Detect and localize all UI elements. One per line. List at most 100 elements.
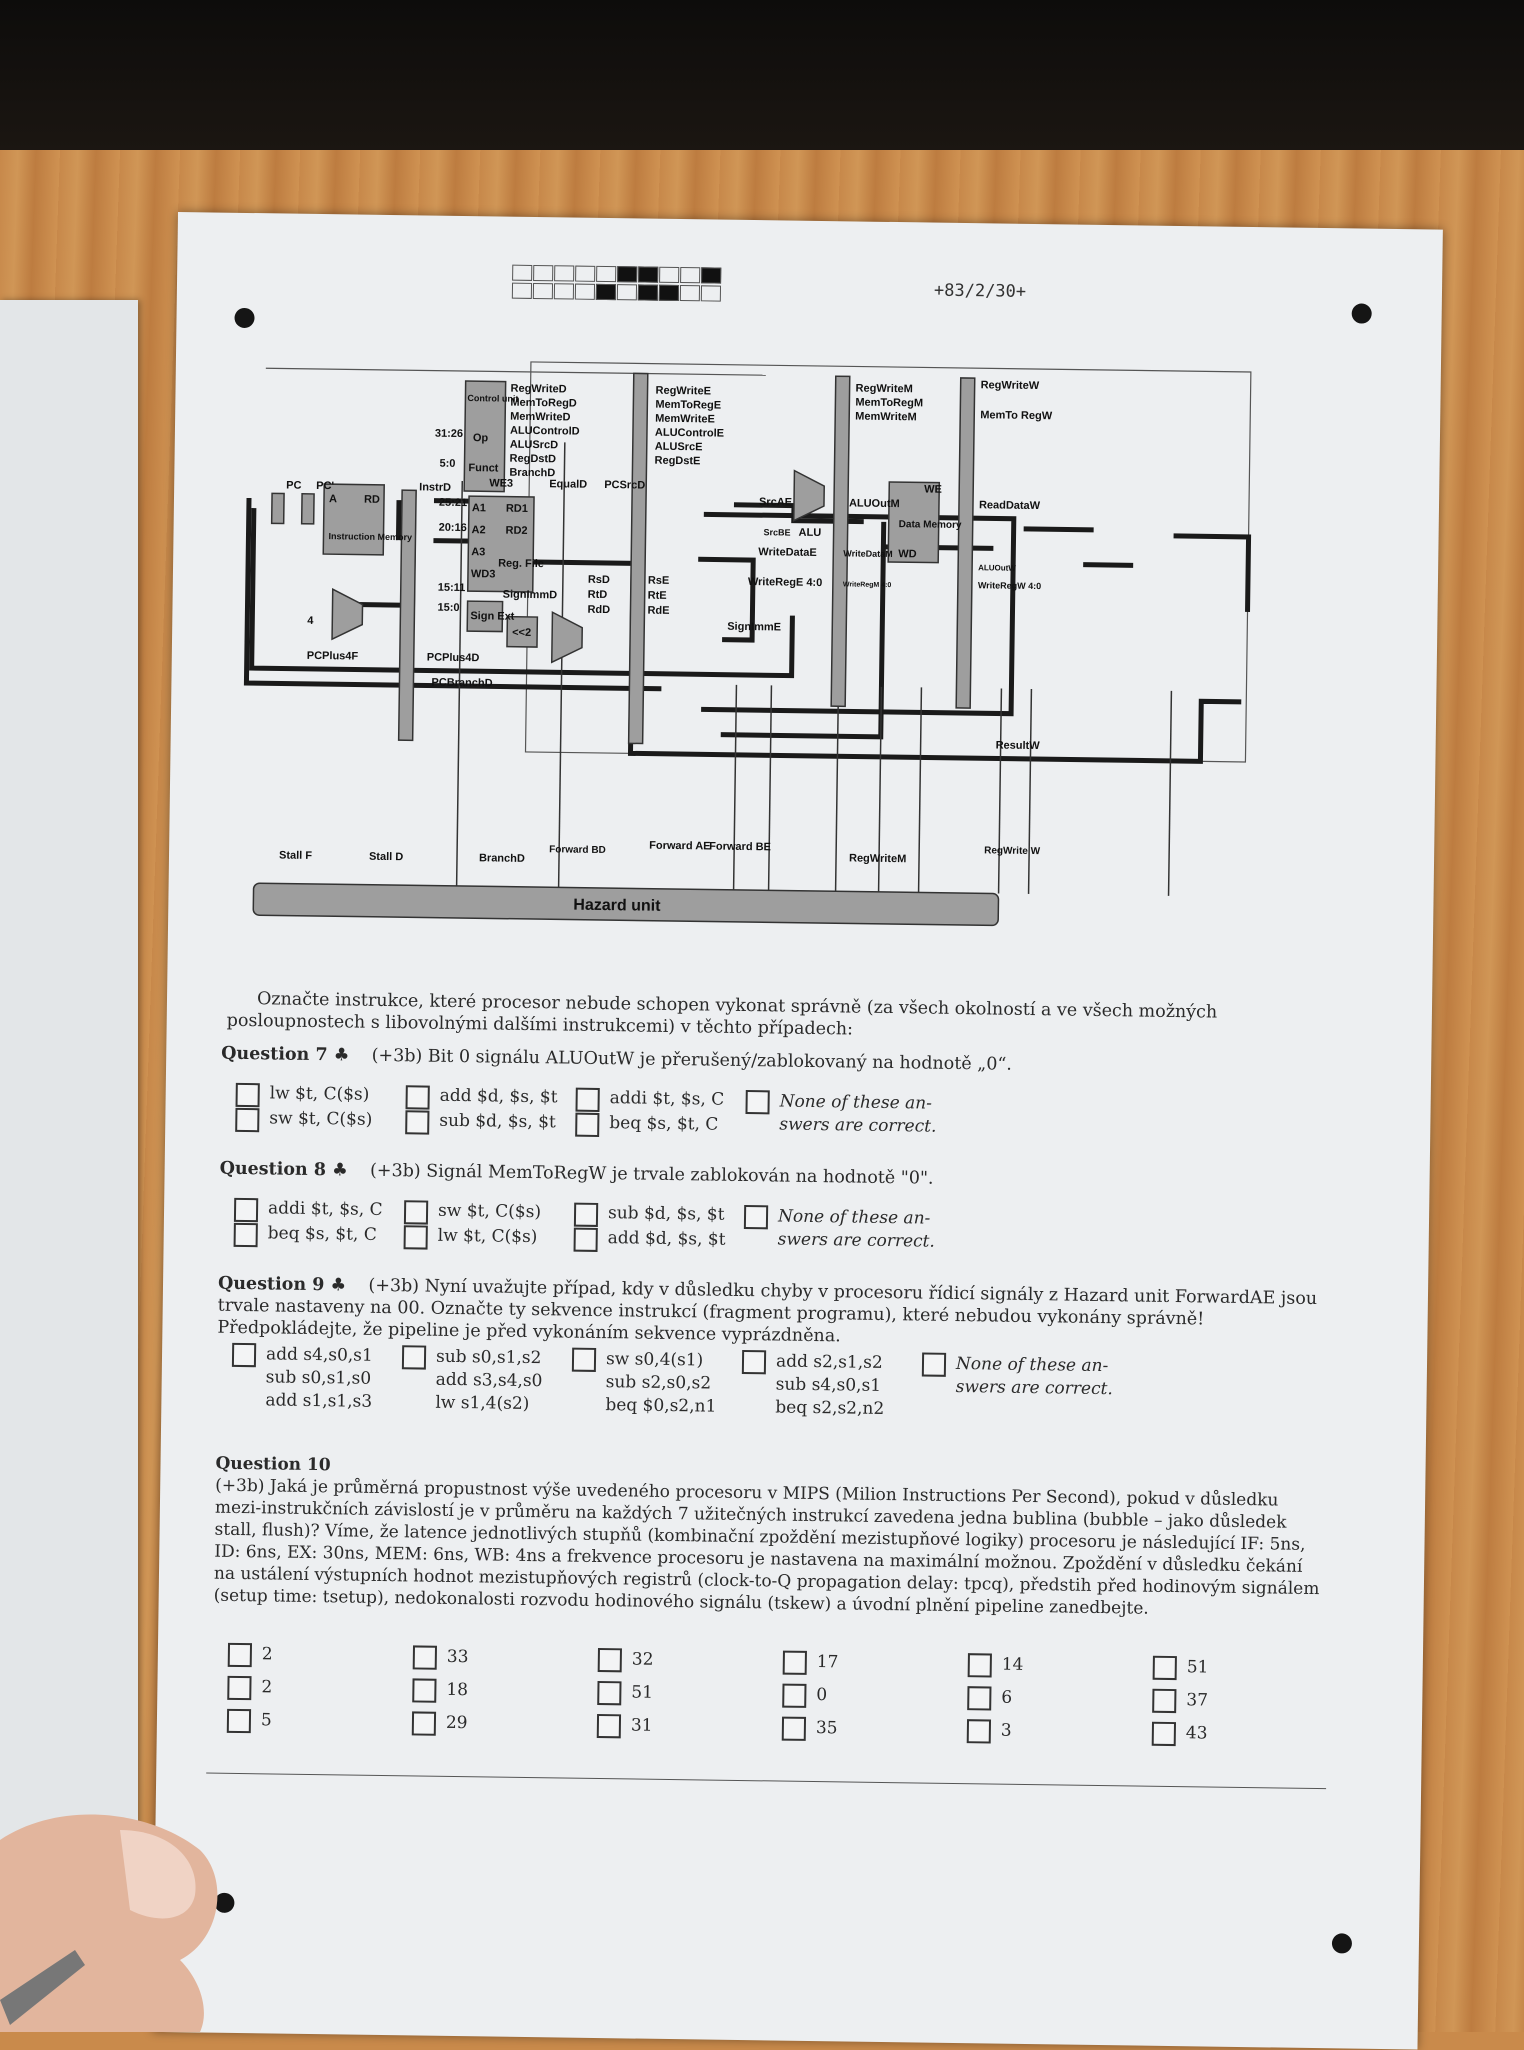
- q10-option[interactable]: 14: [967, 1653, 1024, 1678]
- label-rdd: RdD: [587, 604, 610, 616]
- q10-option[interactable]: 2: [227, 1642, 273, 1668]
- checkbox[interactable]: [412, 1645, 438, 1670]
- q8-option-none[interactable]: None of these an-swers are correct.: [743, 1205, 936, 1254]
- label-regwritee: RegWriteE: [655, 385, 711, 398]
- q10-option[interactable]: 33: [412, 1645, 469, 1670]
- checkbox[interactable]: [227, 1642, 253, 1668]
- checkbox[interactable]: [403, 1200, 429, 1225]
- q10-option[interactable]: 5: [226, 1708, 272, 1734]
- q10-option[interactable]: 0: [782, 1683, 838, 1709]
- checkbox[interactable]: [745, 1090, 770, 1115]
- label-rtd: RtD: [588, 589, 608, 601]
- checkbox[interactable]: [233, 1197, 259, 1223]
- q10-option[interactable]: 51: [597, 1681, 653, 1706]
- checkbox[interactable]: [1152, 1655, 1177, 1681]
- checkbox[interactable]: [596, 1713, 622, 1739]
- checkbox[interactable]: [741, 1349, 767, 1375]
- exam-sheet: +83/2/30+: [152, 212, 1443, 2050]
- q10-option[interactable]: 6: [967, 1686, 1023, 1711]
- label-rsd: RsD: [588, 574, 610, 586]
- checkbox[interactable]: [235, 1082, 260, 1108]
- label-hazard-regwritem: RegWriteM: [849, 852, 906, 865]
- label-equald: EqualD: [549, 478, 587, 491]
- checkbox[interactable]: [405, 1110, 430, 1135]
- checkbox[interactable]: [403, 1225, 428, 1250]
- checkbox[interactable]: [966, 1719, 992, 1744]
- label-shift-left-2: <<2: [512, 627, 531, 639]
- checkbox[interactable]: [231, 1342, 257, 1368]
- checkbox[interactable]: [597, 1681, 622, 1706]
- q10-option[interactable]: 43: [1151, 1721, 1208, 1747]
- label-rd1: RD1: [506, 503, 528, 515]
- q7-option-3[interactable]: add $d, $s, $t: [405, 1085, 558, 1111]
- checkbox[interactable]: [967, 1653, 992, 1678]
- checkbox[interactable]: [782, 1650, 807, 1675]
- checkbox[interactable]: [226, 1708, 252, 1734]
- q8-option-4[interactable]: lw $t, C($s): [403, 1225, 538, 1251]
- checkbox[interactable]: [597, 1648, 622, 1673]
- q7-option-5[interactable]: addi $t, $s, C: [575, 1087, 724, 1114]
- q8-option-5[interactable]: sub $d, $s, $t: [573, 1202, 725, 1229]
- q7-option-none[interactable]: None of these an-swers are correct.: [745, 1090, 937, 1139]
- checkbox[interactable]: [405, 1085, 430, 1110]
- q10-col-5: 14 6 3: [966, 1653, 1024, 1744]
- q10-option[interactable]: 2: [227, 1675, 272, 1701]
- q10-option[interactable]: 51: [1152, 1655, 1209, 1681]
- label-a1: A1: [472, 502, 486, 514]
- q10-col-6: 51 37 43: [1151, 1655, 1209, 1747]
- checkbox[interactable]: [575, 1112, 600, 1137]
- q8-option-3[interactable]: sw $t, C($s): [403, 1200, 541, 1226]
- checkbox[interactable]: [782, 1683, 807, 1708]
- checkbox[interactable]: [411, 1711, 437, 1736]
- label-memtoregw: MemTo RegW: [980, 409, 1053, 422]
- q8-option-1[interactable]: addi $t, $s, C: [233, 1197, 383, 1224]
- checkbox[interactable]: [781, 1716, 807, 1741]
- q10-option[interactable]: 29: [411, 1711, 468, 1736]
- q7-option-1[interactable]: lw $t, C($s): [235, 1082, 370, 1109]
- label-resultw: ResultW: [996, 739, 1041, 752]
- q10-block: Question 10(+3b) Jaká je průměrná propus…: [214, 1453, 1326, 1622]
- q10-option[interactable]: 18: [412, 1678, 468, 1703]
- label-bits-15-0: 15:0: [437, 602, 459, 614]
- q8-option-2[interactable]: beq $s, $t, C: [233, 1222, 377, 1249]
- label-forwardbe: Forward BE: [709, 840, 771, 853]
- q7-option-2[interactable]: sw $t, C($s): [235, 1107, 372, 1134]
- checkbox[interactable]: [412, 1678, 437, 1703]
- q9-title-text: Question 9 ♣: [217, 1273, 347, 1296]
- checkbox[interactable]: [573, 1202, 599, 1227]
- q8-option-6[interactable]: add $d, $s, $t: [573, 1227, 726, 1254]
- checkbox[interactable]: [235, 1107, 260, 1133]
- checkbox[interactable]: [1152, 1688, 1177, 1714]
- checkbox[interactable]: [401, 1345, 427, 1370]
- label-aluoutm: ALUOutM: [849, 497, 900, 510]
- label-aluoutw: ALUOutW: [978, 563, 1016, 573]
- q10-option[interactable]: 17: [782, 1650, 839, 1676]
- q7-option-4[interactable]: sub $d, $s, $t: [405, 1110, 556, 1136]
- q10-option[interactable]: 37: [1152, 1688, 1208, 1714]
- checkbox[interactable]: [573, 1227, 598, 1252]
- label-memwritee: MemWriteE: [655, 413, 715, 426]
- checkbox[interactable]: [921, 1352, 947, 1377]
- checkbox[interactable]: [743, 1205, 769, 1230]
- label-hazard-regwritew: RegWrite W: [984, 845, 1041, 857]
- label-srcae: SrcAE: [759, 496, 792, 508]
- q10-option[interactable]: 35: [781, 1716, 838, 1742]
- label-rse: RsE: [648, 575, 670, 587]
- checkbox[interactable]: [1151, 1721, 1177, 1747]
- checkbox[interactable]: [575, 1087, 600, 1112]
- label-branchd: BranchD: [509, 467, 555, 480]
- checkbox[interactable]: [571, 1347, 597, 1372]
- q7-option-6[interactable]: beq $s, $t, C: [575, 1112, 718, 1139]
- q9-option-none[interactable]: None of these an-swers are correct.: [921, 1352, 1114, 1402]
- q10-option[interactable]: 32: [597, 1648, 654, 1673]
- q10-option[interactable]: 3: [966, 1719, 1023, 1744]
- q10-option[interactable]: 31: [596, 1713, 653, 1739]
- checkbox[interactable]: [227, 1675, 252, 1701]
- label-pc: PC: [286, 480, 302, 492]
- checkbox[interactable]: [967, 1686, 992, 1711]
- checkbox[interactable]: [233, 1222, 258, 1248]
